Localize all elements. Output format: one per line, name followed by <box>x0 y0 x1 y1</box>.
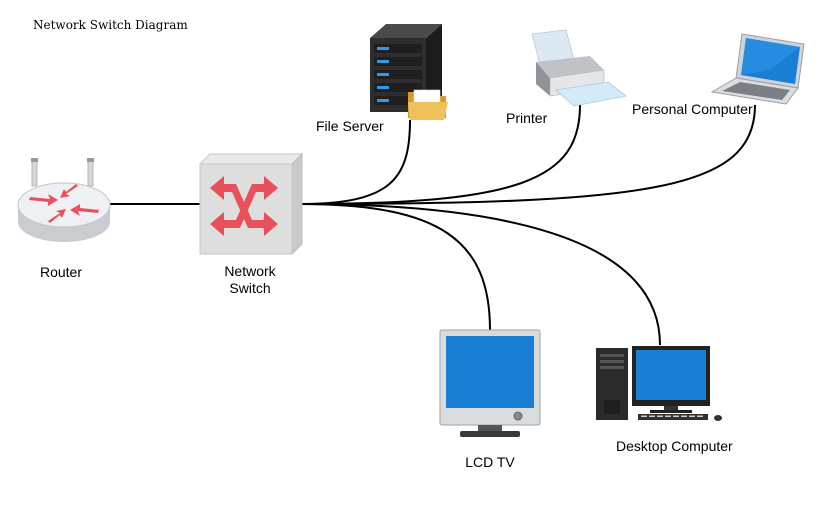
edge-switch-desktop-computer <box>299 203 661 346</box>
switch-label-line1: Network <box>224 263 276 279</box>
router-icon[interactable] <box>17 158 111 242</box>
edge-switch-lcd-tv <box>299 203 491 331</box>
router-label: Router <box>39 264 83 280</box>
personal-computer-label: Personal Computer <box>632 101 753 117</box>
file-server-label: File Server <box>316 118 384 134</box>
desktop-computer-label: Desktop Computer <box>616 438 733 454</box>
desktop-computer-icon[interactable] <box>596 346 722 421</box>
connectors <box>110 104 756 346</box>
file-server-icon[interactable] <box>370 24 448 120</box>
printer-icon[interactable] <box>531 0 627 107</box>
network-switch-icon[interactable] <box>198 152 304 256</box>
lcd-tv-label: LCD TV <box>465 454 515 470</box>
laptop-icon[interactable] <box>710 33 805 105</box>
switch-label-line2: Switch <box>229 280 271 296</box>
switch-label: Network Switch <box>224 263 275 297</box>
printer-label: Printer <box>506 110 548 126</box>
diagram-title: Network Switch Diagram <box>33 18 188 32</box>
edge-switch-printer <box>299 104 581 205</box>
lcd-monitor-icon[interactable] <box>439 329 541 437</box>
edge-switch-personal-computer <box>299 104 756 205</box>
